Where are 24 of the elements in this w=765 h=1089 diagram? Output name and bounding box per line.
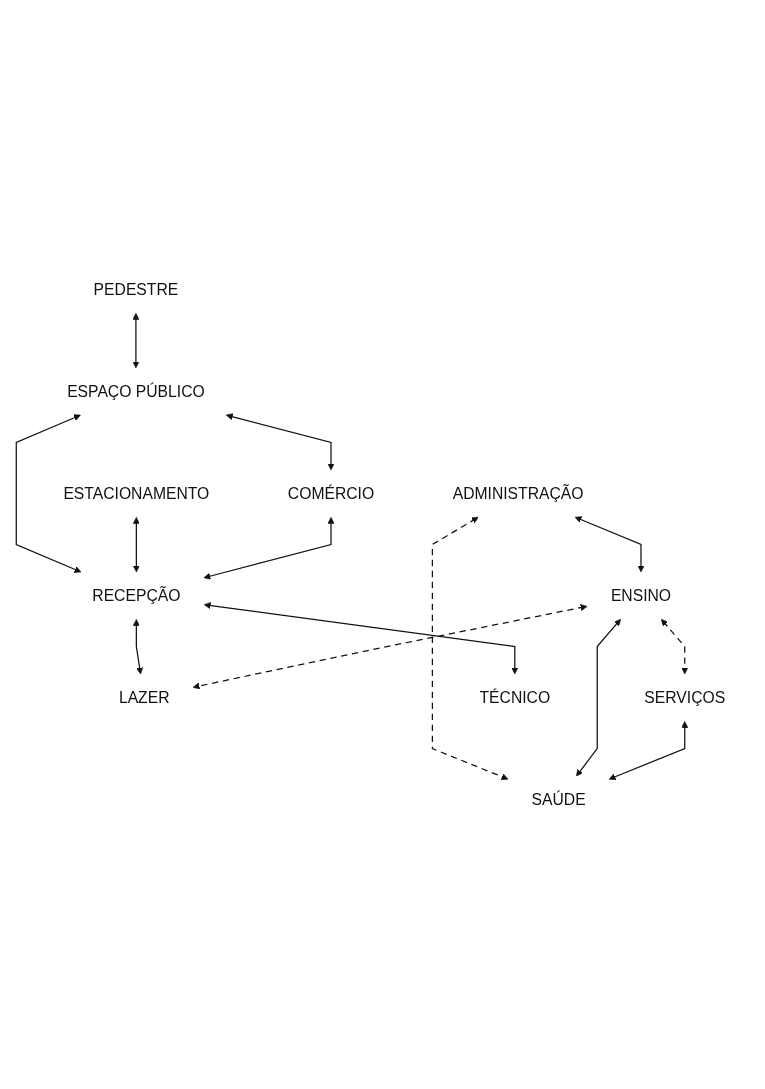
node-text: ESTACIONAMENTO bbox=[63, 484, 210, 503]
arrow bbox=[203, 602, 519, 675]
node-text: TÉCNICO bbox=[479, 688, 551, 707]
node-text: ADMINISTRAÇÃO bbox=[452, 484, 584, 503]
node-text: SERVIÇOS bbox=[644, 688, 726, 707]
node-text: LAZER bbox=[118, 688, 170, 707]
arrow bbox=[15, 414, 82, 573]
node-text: PEDESTRE bbox=[93, 280, 179, 299]
arrow bbox=[574, 516, 645, 573]
arrow bbox=[431, 516, 509, 780]
arrow bbox=[576, 619, 621, 777]
arrow bbox=[132, 517, 140, 573]
arrow bbox=[203, 517, 335, 580]
node-text: COMÉRCIO bbox=[287, 484, 375, 503]
node-text: SAÚDE bbox=[531, 790, 586, 809]
node-text: ENSINO bbox=[610, 586, 672, 605]
arrow bbox=[661, 619, 689, 675]
arrow bbox=[132, 312, 140, 369]
node-text: ESPAÇO PÚBLICO bbox=[67, 382, 205, 401]
arrow bbox=[225, 413, 335, 471]
arrow bbox=[192, 604, 588, 690]
node-text: RECEPÇÃO bbox=[92, 586, 181, 605]
arrow bbox=[132, 619, 144, 675]
arrow bbox=[608, 721, 689, 780]
